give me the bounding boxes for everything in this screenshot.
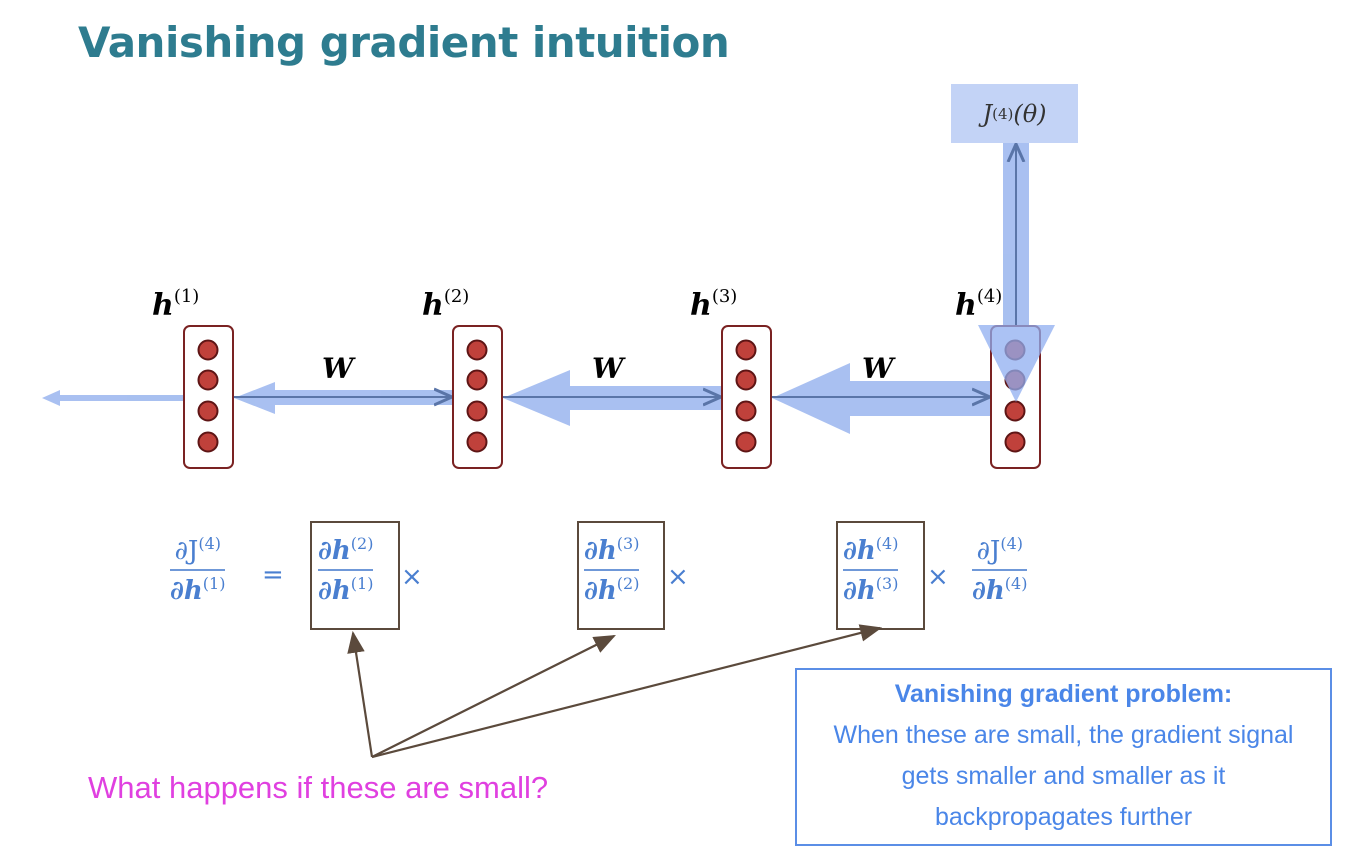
den: ∂h — [318, 576, 351, 606]
highlight-box-2 — [577, 521, 665, 630]
weight-label-1: W — [322, 352, 354, 385]
weight-label-2: W — [592, 352, 624, 385]
info-title: Vanishing gradient problem: — [894, 680, 1233, 708]
den-sup: (1) — [350, 574, 374, 593]
fraction-bar — [972, 569, 1028, 571]
equals-sign: = — [262, 560, 284, 590]
slide-title: Vanishing gradient intuition — [78, 18, 730, 67]
rnn-cell-1 — [183, 325, 234, 469]
num-sup: (2) — [350, 534, 374, 553]
den: ∂h — [972, 576, 1005, 606]
num-sup: (3) — [616, 534, 640, 553]
rnn-cell-3 — [721, 325, 772, 469]
info-body: When these are small, the gradient signa… — [833, 721, 1294, 831]
den-sup: (1) — [202, 574, 226, 593]
highlight-box-3 — [836, 521, 925, 630]
den: ∂h — [170, 576, 203, 606]
times-sign: × — [667, 562, 689, 592]
fraction-bar — [170, 569, 226, 571]
h-sup: (3) — [711, 286, 738, 307]
num-sup: (4) — [198, 534, 221, 553]
den-sup: (2) — [616, 574, 640, 593]
question-text: What happens if these are small? — [88, 770, 549, 805]
loss-label: J — [982, 99, 993, 128]
weight-label-3: W — [862, 352, 894, 385]
den: ∂h — [843, 576, 876, 606]
times-sign: × — [927, 562, 949, 592]
num: ∂h — [843, 536, 876, 566]
info-box: Vanishing gradient problem: When these a… — [795, 668, 1332, 846]
h-sup: (2) — [443, 286, 470, 307]
hidden-label-2: h(2) — [422, 286, 469, 323]
fraction-bar — [318, 569, 374, 571]
fraction-bar — [584, 569, 640, 571]
den: ∂h — [584, 576, 617, 606]
num: ∂h — [318, 536, 351, 566]
h-sup: (4) — [976, 286, 1003, 307]
num-sup: (4) — [875, 534, 899, 553]
num: ∂J — [174, 536, 199, 566]
rnn-cell-2 — [452, 325, 503, 469]
lhs-fraction: ∂J(4) ∂h(1) — [170, 534, 226, 606]
hidden-label-3: h(3) — [690, 286, 737, 323]
h-base: h — [152, 288, 174, 323]
hidden-label-1: h(1) — [152, 286, 199, 323]
pointer-arrow-1 — [347, 630, 374, 758]
h-base: h — [690, 288, 712, 323]
gradient-arrowhead-down — [978, 325, 1055, 402]
den-sup: (4) — [1004, 574, 1028, 593]
pointer-arrow-3 — [371, 624, 883, 759]
den-sup: (3) — [875, 574, 899, 593]
times-sign: × — [401, 562, 423, 592]
pointer-arrow-2 — [371, 635, 616, 758]
gradient-arrow-out — [42, 390, 183, 406]
fraction-bar — [843, 569, 899, 571]
loss-arg: (θ) — [1013, 99, 1047, 128]
h-sup: (1) — [173, 286, 200, 307]
loss-box: J(4)(θ) — [951, 84, 1078, 143]
h-base: h — [422, 288, 444, 323]
term-fraction-4: ∂J(4) ∂h(4) — [972, 534, 1028, 606]
term-fraction-1: ∂h(2) ∂h(1) — [318, 534, 374, 606]
highlight-box-1 — [310, 521, 400, 630]
num: ∂J — [976, 536, 1001, 566]
num: ∂h — [584, 536, 617, 566]
loss-sup: (4) — [992, 104, 1014, 123]
num-sup: (4) — [1000, 534, 1023, 553]
gradient-arrow-4-3 — [772, 363, 991, 434]
term-fraction-2: ∂h(3) ∂h(2) — [584, 534, 640, 606]
hidden-label-4: h(4) — [955, 286, 1002, 323]
h-base: h — [955, 288, 977, 323]
term-fraction-3: ∂h(4) ∂h(3) — [843, 534, 899, 606]
